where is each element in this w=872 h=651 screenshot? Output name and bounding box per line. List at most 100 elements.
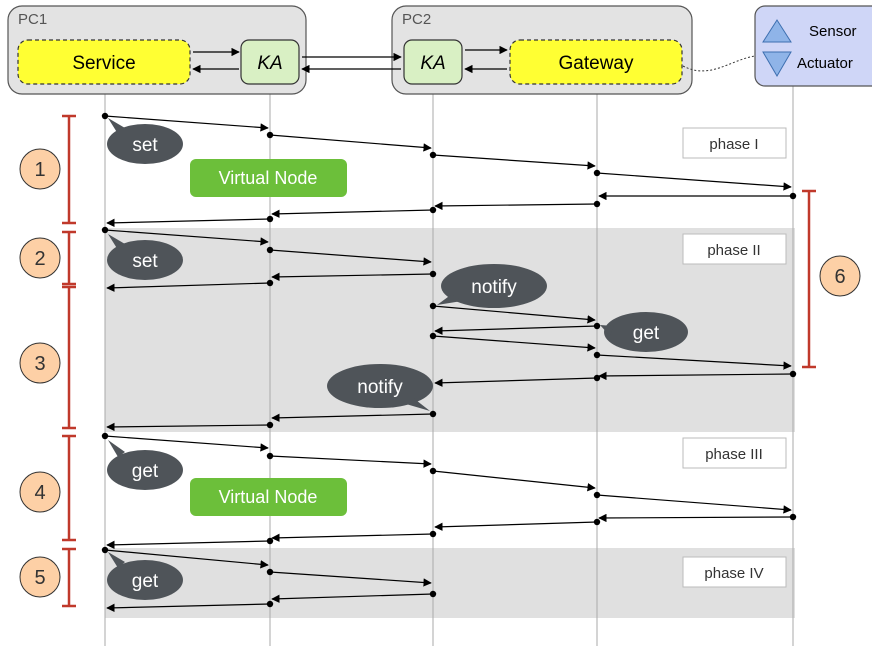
message-start-dot-7 <box>429 206 437 214</box>
message-start-dot-9 <box>101 226 109 234</box>
message-start-dot-25 <box>789 513 797 521</box>
message-arrow-12 <box>106 282 271 292</box>
phase-label-ii: phase II <box>707 242 760 259</box>
message-start-dot-20 <box>266 421 274 429</box>
message-start-dot-3 <box>429 151 437 159</box>
ka2-label: KA <box>420 53 445 74</box>
message-start-dot-18 <box>593 374 601 382</box>
message-arrow-2 <box>269 134 432 152</box>
bubble-get-gateway: get <box>633 323 660 344</box>
pc2-label: PC2 <box>402 11 431 28</box>
message-start-dot-5 <box>789 192 797 200</box>
message-start-dot-21 <box>101 432 109 440</box>
message-arrow-26 <box>434 521 598 531</box>
message-arrow-16 <box>596 354 792 370</box>
message-start-dot-2 <box>266 131 274 139</box>
message-start-dot-17 <box>789 370 797 378</box>
step-5: 5 <box>34 567 45 589</box>
phase-labels: phase I phase II phase III phase IV <box>682 127 787 588</box>
message-arrow-20 <box>106 422 271 432</box>
message-start-dot-1 <box>101 112 109 120</box>
message-arrow-19 <box>271 413 434 423</box>
speech-bubbles <box>107 118 688 600</box>
phase-label-iii: phase III <box>705 446 763 463</box>
ka2-box <box>403 39 463 85</box>
virtual-node-label-2: Virtual Node <box>219 487 318 507</box>
message-arrow-1 <box>104 115 269 132</box>
device-link <box>682 55 756 72</box>
step-circles: 1 2 3 4 5 6 <box>19 148 861 598</box>
message-start-dot-19 <box>429 410 437 418</box>
message-start-dot-4 <box>593 169 601 177</box>
bubble-set-1: set <box>132 135 158 156</box>
sensor-label: Sensor <box>809 23 857 40</box>
ka1-label: KA <box>257 53 282 74</box>
message-arrow-30 <box>269 571 432 587</box>
message-start-dot-14 <box>593 322 601 330</box>
message-arrow-7 <box>271 209 434 219</box>
message-arrow-14 <box>434 325 598 335</box>
message-start-dot-22 <box>266 452 274 460</box>
virtual-node-box-2 <box>190 478 347 516</box>
bubble-notify-2: notify <box>357 377 403 398</box>
message-arrow-6 <box>434 201 598 211</box>
gateway-label: Gateway <box>559 53 634 74</box>
message-start-dot-10 <box>266 246 274 254</box>
message-start-dot-32 <box>266 600 274 608</box>
message-arrow-9 <box>104 229 269 246</box>
message-arrows <box>101 112 797 613</box>
message-arrow-17 <box>598 371 794 381</box>
message-start-dot-30 <box>266 568 274 576</box>
message-arrow-10 <box>269 249 432 266</box>
message-start-dot-28 <box>266 537 274 545</box>
message-arrow-21 <box>104 435 269 452</box>
step-3: 3 <box>34 353 45 375</box>
message-arrow-27 <box>271 533 434 543</box>
bubble-get-4: get <box>132 461 159 482</box>
message-start-dot-23 <box>429 467 437 475</box>
message-arrow-29 <box>104 549 269 569</box>
message-start-dot-27 <box>429 530 437 538</box>
step-6: 6 <box>834 266 845 288</box>
message-arrow-31 <box>271 593 434 603</box>
actuator-label: Actuator <box>797 55 853 72</box>
virtual-node-box-1 <box>190 159 347 197</box>
pc1-label: PC1 <box>18 11 47 28</box>
message-start-dot-12 <box>266 279 274 287</box>
message-start-dot-13 <box>429 302 437 310</box>
message-arrow-28 <box>106 540 271 550</box>
message-arrow-22 <box>269 455 432 468</box>
message-start-dot-26 <box>593 518 601 526</box>
message-arrow-4 <box>596 172 792 191</box>
phase-label-i: phase I <box>709 136 758 153</box>
step-2: 2 <box>34 248 45 270</box>
message-start-dot-11 <box>429 270 437 278</box>
message-start-dot-16 <box>593 351 601 359</box>
message-start-dot-6 <box>593 200 601 208</box>
message-arrow-24 <box>596 494 792 514</box>
message-arrow-18 <box>434 377 598 387</box>
message-arrow-8 <box>106 218 271 228</box>
step-brackets <box>62 114 816 608</box>
step-4: 4 <box>34 482 45 504</box>
bubble-labels: set set notify get notify get get <box>132 135 660 592</box>
message-arrow-3 <box>432 154 596 170</box>
bubble-set-2: set <box>132 251 158 272</box>
message-arrow-32 <box>106 603 271 613</box>
message-start-dot-24 <box>593 491 601 499</box>
bubble-get-5: get <box>132 571 159 592</box>
message-start-dot-15 <box>429 332 437 340</box>
message-arrow-13 <box>432 305 596 324</box>
bubble-notify-1: notify <box>471 277 517 298</box>
message-arrow-25 <box>598 513 794 523</box>
gateway-box <box>509 39 683 85</box>
service-box <box>17 39 191 85</box>
phase-band-iv <box>105 548 795 618</box>
message-arrow-15 <box>432 335 596 352</box>
phase-label-iv: phase IV <box>704 565 763 582</box>
device-box <box>754 5 872 87</box>
message-start-dot-29 <box>101 546 109 554</box>
sensor-triangle-icon <box>762 19 792 43</box>
